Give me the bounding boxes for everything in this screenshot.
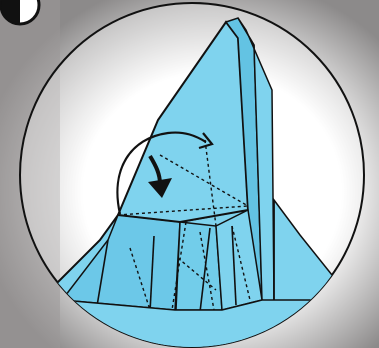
half-filled-circle-icon xyxy=(1,0,39,24)
front-panel xyxy=(176,222,222,310)
